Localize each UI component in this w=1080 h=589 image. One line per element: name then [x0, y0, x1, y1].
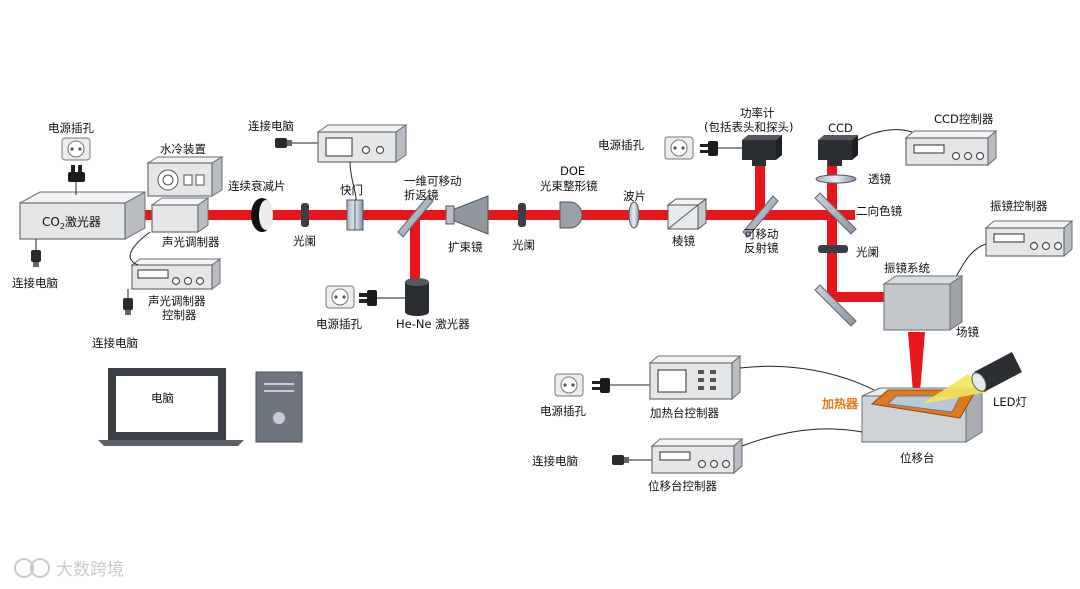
- ccd-cable: [857, 129, 913, 141]
- focused-beam: [908, 332, 925, 392]
- power-socket-label: 电源插孔: [48, 121, 94, 135]
- galvo-controller: [984, 219, 1074, 258]
- shutter-cable: [349, 161, 357, 201]
- aom-device: [150, 197, 210, 233]
- waveplate-icon: [628, 201, 640, 229]
- galvo-fold-mirror-icon: [814, 284, 857, 327]
- aperture-label: 光阑: [293, 234, 316, 248]
- power-plug-icon: [68, 165, 85, 195]
- galvo-system-label: 振镜系统: [884, 261, 930, 275]
- power-socket-label: 电源插孔: [540, 404, 586, 418]
- ccd-controller-label: CCD控制器: [934, 112, 994, 126]
- ccd-camera-icon: [818, 135, 858, 166]
- aom-label: 声光调制器: [162, 235, 220, 249]
- lens-icon: [815, 174, 857, 184]
- fold-mirror-icon: [397, 195, 434, 238]
- prism-label: 棱镜: [672, 234, 695, 248]
- heater-controller-label: 加热台控制器: [650, 406, 719, 420]
- water-cooling-unit: [146, 156, 224, 197]
- power-plug-icon: [592, 378, 650, 393]
- heater-label: 加热器: [821, 396, 859, 411]
- computer-icon: [98, 368, 303, 446]
- aperture-icon: [818, 245, 848, 253]
- laser-beam: [120, 160, 925, 392]
- beam-expander-label: 扩束镜: [448, 240, 483, 254]
- waveplate-label: 波片: [623, 189, 646, 203]
- usb-plug-icon: [123, 289, 133, 315]
- dichroic-mirror-icon: [814, 192, 857, 235]
- movable-mirror-label-2: 反射镜: [744, 241, 779, 255]
- connect-pc-label: 连接电脑: [532, 454, 578, 468]
- power-socket-label: 电源插孔: [598, 138, 644, 152]
- doe-icon: [559, 201, 583, 229]
- heater-controller: [648, 354, 742, 401]
- hene-laser-icon: [405, 278, 429, 316]
- power-meter-head: [742, 135, 782, 166]
- power-socket-icon: [325, 285, 355, 309]
- lens-label: 透镜: [868, 172, 891, 186]
- power-socket-icon: [554, 373, 584, 397]
- stage-controller-label: 位移台控制器: [648, 479, 717, 493]
- doe-label-2: 光束整形镜: [540, 179, 598, 193]
- ccd-controller: [904, 129, 998, 167]
- power-socket-label: 电源插孔: [316, 317, 362, 331]
- watermark: 大数跨境: [14, 558, 124, 580]
- shutter-icon: [346, 199, 364, 231]
- aperture-icon: [518, 203, 526, 227]
- stage-label: 位移台: [900, 451, 935, 465]
- power-meter-label-1: 功率计: [740, 106, 775, 120]
- movable-mirror-label-1: 可移动: [744, 227, 779, 241]
- attenuator-label: 连续衰减片: [228, 179, 286, 193]
- aperture-label: 光阑: [512, 238, 535, 252]
- aom-controller-label-1: 声光调制器: [148, 294, 206, 308]
- heater-cable: [739, 365, 879, 393]
- fold-mirror-label-1: 一维可移动: [404, 174, 462, 188]
- shutter-controller: [316, 124, 408, 163]
- connect-pc-label: 连接电脑: [12, 276, 58, 290]
- power-meter-label-2: (包括表头和探头): [704, 120, 793, 134]
- computer-label: 电脑: [151, 391, 174, 405]
- power-plug-icon: [359, 290, 405, 306]
- ccd-label: CCD: [828, 121, 853, 135]
- connect-pc-label: 连接电脑: [248, 119, 294, 133]
- shutter-label: 快门: [340, 183, 363, 197]
- led-label: LED灯: [993, 395, 1028, 409]
- co2-laser: CO2激光器: [19, 191, 146, 240]
- aperture-icon: [301, 203, 309, 227]
- field-lens-label: 场镜: [956, 325, 979, 339]
- attenuator-icon: [251, 198, 273, 232]
- galvo-cable: [954, 243, 987, 279]
- led-light-beam: [922, 374, 988, 404]
- usb-plug-icon: [612, 455, 652, 465]
- galvo-system: [882, 275, 964, 331]
- aom-controller: [130, 258, 222, 290]
- usb-plug-icon: [31, 239, 41, 267]
- power-socket-icon: [664, 136, 694, 160]
- doe-label-1: DOE: [560, 164, 585, 178]
- movable-mirror-icon: [742, 195, 779, 238]
- power-socket-icon: [61, 137, 91, 161]
- aom-controller-label-2: 控制器: [162, 308, 197, 322]
- led-lamp-icon: [971, 352, 1022, 392]
- beam-expander-icon: [445, 195, 489, 235]
- aom-cable: [129, 231, 151, 266]
- usb-plug-icon: [275, 138, 318, 148]
- water-cooling-label: 水冷装置: [160, 142, 206, 156]
- aperture-label: 光阑: [856, 245, 879, 259]
- stage-cable: [741, 428, 863, 447]
- watermark-text: 大数跨境: [56, 560, 124, 580]
- dichroic-label: 二向色镜: [856, 204, 902, 218]
- power-plug-icon: [700, 141, 742, 156]
- galvo-controller-label: 振镜控制器: [990, 199, 1048, 213]
- hene-laser-label: He-Ne 激光器: [396, 317, 470, 331]
- co2-laser-label: CO2激光器: [42, 215, 101, 231]
- connect-pc-label: 连接电脑: [92, 336, 138, 350]
- stage-controller: [650, 437, 744, 475]
- prism-icon: [666, 198, 708, 230]
- fold-mirror-label-2: 折返镜: [404, 188, 439, 202]
